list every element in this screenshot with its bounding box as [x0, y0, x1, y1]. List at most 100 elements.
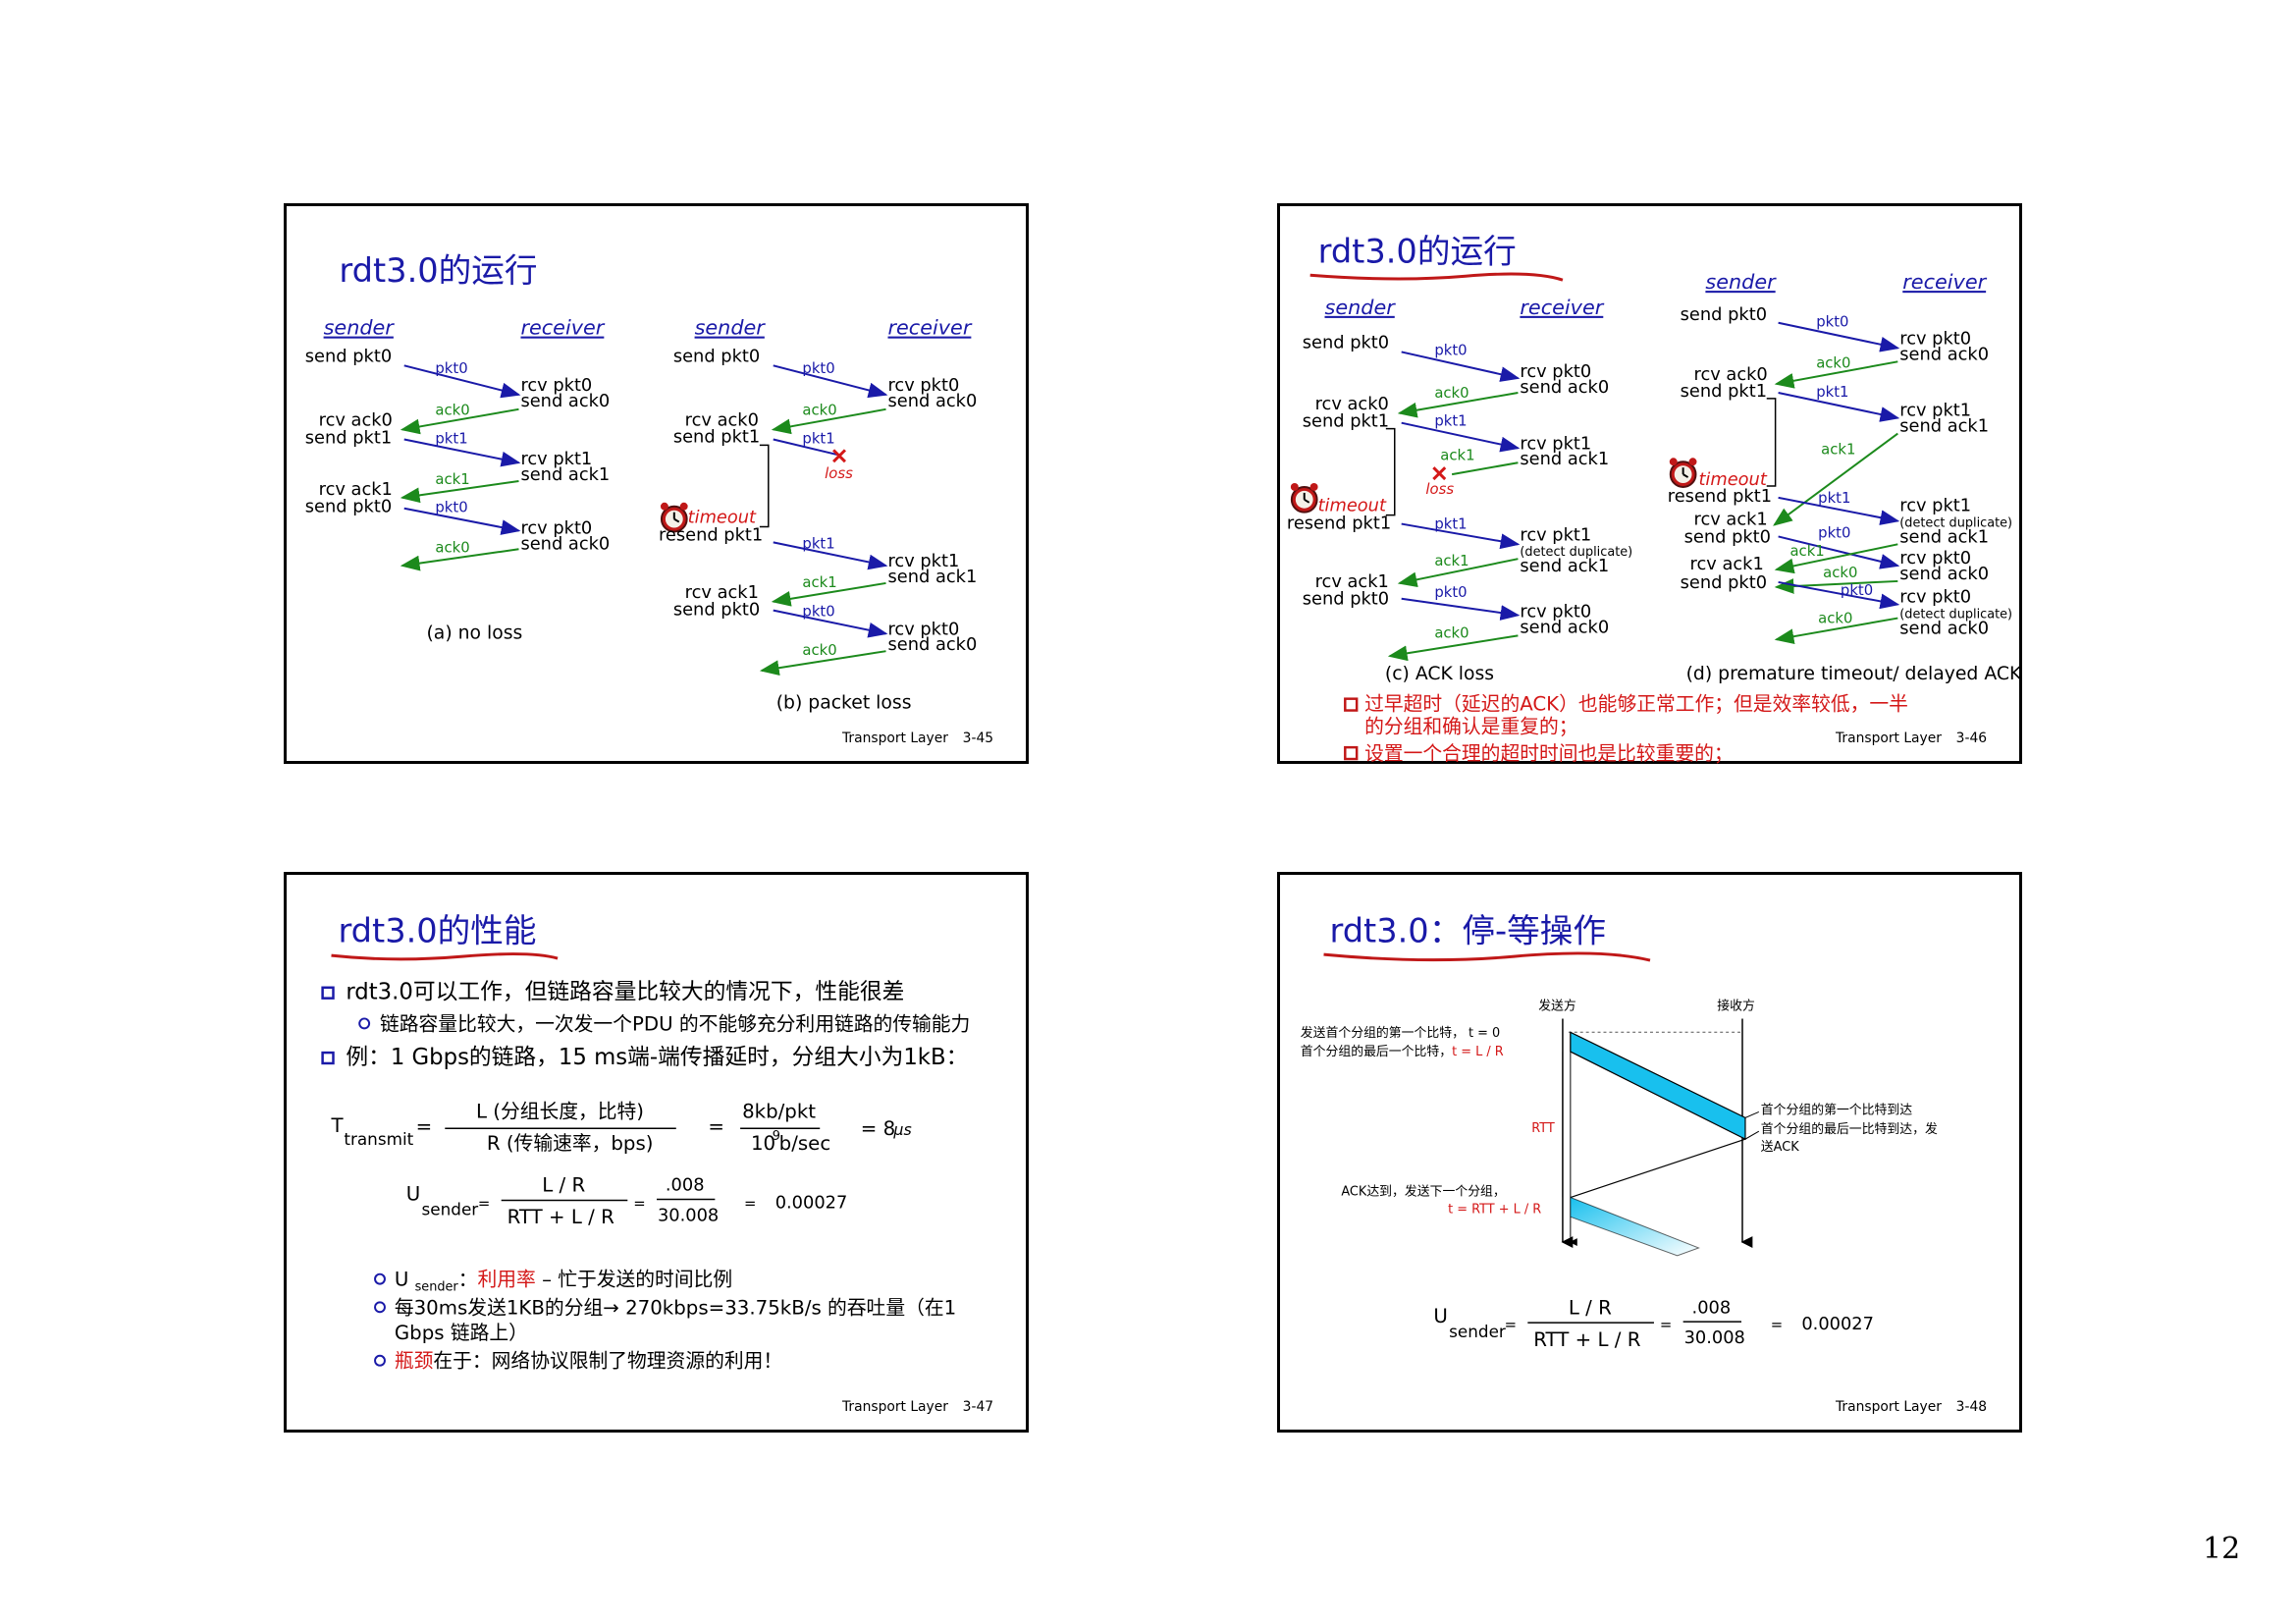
receiver-header: receiver: [887, 316, 972, 340]
diagram-caption: (c) ACK loss: [1385, 664, 1494, 684]
receiver-event: send ack0: [1899, 344, 1989, 364]
pkt-label: pkt1: [1816, 384, 1848, 401]
pkt-label: pkt0: [435, 360, 467, 377]
sender-event: send pkt0: [1684, 526, 1771, 547]
sender-label: 发送方: [1538, 999, 1576, 1014]
slide-3-46-canvas: rdt3.0的运行 sender receiver send pkt0 rcv …: [1287, 232, 2022, 765]
ack-label: ack0: [435, 403, 469, 419]
slide-title: rdt3.0的运行: [1318, 232, 1517, 270]
receiver-event: rcv pkt0: [887, 619, 959, 639]
ack-arrow: [400, 480, 519, 504]
sender-header: sender: [1325, 296, 1397, 319]
receiver-event: rcv pkt1: [1520, 524, 1591, 545]
footer-number: 3-48: [1956, 1399, 1987, 1415]
pkt-label: pkt0: [1841, 582, 1873, 599]
receiver-event: send ack1: [520, 464, 610, 485]
receiver-event: send ack0: [520, 533, 610, 554]
sender-header: sender: [1705, 270, 1777, 294]
slide-3-46: rdt3.0的运行 sender receiver send pkt0 rcv …: [1277, 203, 2022, 765]
sender-event: resend pkt1: [659, 524, 763, 545]
callout-line: [1744, 1130, 1760, 1140]
receiver-label: 接收方: [1717, 999, 1755, 1014]
sender-event: rcv ack1: [1690, 554, 1764, 574]
receiver-event: (detect duplicate): [1899, 608, 2012, 623]
receiver-event: rcv pkt1: [520, 449, 592, 469]
checkbox-bullet-icon: [1344, 745, 1359, 761]
receiver-event: rcv pkt0: [1899, 587, 1971, 608]
sender-event: rcv ack0: [685, 410, 759, 431]
alarm-clock-icon: [1290, 483, 1318, 514]
lost-ack-arrow: [1451, 461, 1519, 476]
formula-denominator: 30.008: [658, 1205, 719, 1225]
pkt-arrow: [1401, 351, 1521, 382]
page-number: 12: [2203, 1532, 2241, 1566]
pkt-label: pkt1: [1818, 490, 1850, 507]
ack-label: ack1: [1440, 447, 1474, 463]
pkt-label: pkt0: [1434, 342, 1467, 358]
slide-3-48-canvas: rdt3.0：停-等操作 发送方 接收方 RTT 发送首个分组的第一个比特， t…: [1301, 911, 1987, 1415]
sender-event: send pkt0: [1681, 304, 1767, 325]
formula-utilization: U sender = L / R RTT + L / R = .008 30.0…: [406, 1174, 848, 1229]
formula-lhs-sub: sender: [1449, 1322, 1506, 1341]
slide-3-45-canvas: rdt3.0的运行 sender receiver send pkt0 rcv …: [305, 251, 993, 746]
title-underline: [1309, 272, 1564, 282]
ack-label: ack0: [802, 642, 836, 659]
formula-denominator: RTT + L / R: [507, 1206, 614, 1228]
ack-arrow: [1397, 558, 1519, 588]
ack-label: ack0: [1823, 565, 1857, 581]
sender-event: rcv ack0: [319, 410, 393, 431]
formula-equals: =: [708, 1115, 724, 1138]
sender-event: send pkt1: [1681, 381, 1767, 402]
receiver-annotation: 首个分组的第一个比特到达: [1761, 1102, 1912, 1117]
timeout-bracket: [759, 444, 770, 528]
ack-arrow: [1774, 360, 1898, 389]
ack-arrow: [759, 650, 886, 677]
ack-arrow: [1774, 617, 1898, 645]
checkbox-bullet-icon: [321, 986, 335, 1000]
pkt-arrow: [1401, 421, 1521, 453]
receiver-annotation: 送ACK: [1761, 1140, 1799, 1155]
note-line: 设置一个合理的超时时间也是比较重要的；: [1364, 742, 1734, 765]
slide-title: rdt3.0的运行: [339, 251, 537, 290]
timeout-bracket: [1766, 398, 1777, 487]
alarm-clock-icon: [660, 502, 688, 533]
sender-header: sender: [695, 316, 767, 340]
pkt-arrow: [403, 364, 521, 399]
receiver-event: send ack0: [887, 391, 977, 411]
receiver-header: receiver: [1902, 270, 1987, 294]
pkt-label: pkt0: [1818, 524, 1850, 541]
sender-event: send pkt0: [1303, 332, 1389, 352]
formula-equals: =: [1771, 1317, 1783, 1333]
sender-header: sender: [324, 316, 396, 340]
note-line: 过早超时（延迟的ACK）也能够正常工作；但是效率较低，一半: [1364, 693, 1908, 716]
formula-denominator: 30.008: [1684, 1327, 1745, 1348]
sender-event: rcv ack0: [1315, 394, 1389, 414]
slide-title: rdt3.0的性能: [338, 911, 536, 949]
ack-arrow: [1397, 392, 1519, 418]
formula-result-unit: μs: [892, 1120, 911, 1139]
ack-label: ack1: [802, 574, 836, 591]
ack-label: ack1: [1789, 543, 1824, 560]
pkt-label: pkt1: [1434, 413, 1467, 430]
pkt-label: pkt0: [1434, 584, 1467, 601]
footer-name: Transport Layer: [1835, 1399, 1942, 1415]
pkt-label: pkt0: [802, 360, 834, 377]
receiver-event: rcv pkt1: [1899, 401, 1971, 421]
sender-event: send pkt0: [1681, 572, 1767, 593]
sender-event: send pkt1: [673, 426, 760, 447]
slide-3-47-canvas: rdt3.0的性能 rdt3.0可以工作，但链路容量比较大的情况下，性能很差 链…: [321, 911, 993, 1415]
sub-bullet-text: Gbps 链路上）: [395, 1322, 528, 1344]
alarm-clock-icon: [1669, 458, 1697, 488]
receiver-event: send ack0: [887, 634, 977, 655]
circle-bullet-icon: [374, 1301, 386, 1314]
receiver-event: (detect duplicate): [1899, 516, 2012, 531]
diagram-caption: (d) premature timeout/ delayed ACK: [1686, 664, 2022, 684]
callout-line: [1744, 1110, 1760, 1118]
receiver-event: rcv pkt1: [887, 551, 959, 571]
ack-label: ack1: [1434, 553, 1468, 569]
ack-label: ack1: [435, 471, 469, 488]
sub-bullet-text: 瓶颈在于：网络协议限制了物理资源的利用！: [395, 1350, 782, 1373]
formula-denominator: 10: [751, 1132, 775, 1155]
bullet-text: 例：1 Gbps的链路，15 ms端-端传播延时，分组大小为1kB：: [346, 1045, 968, 1070]
formula-numerator: .008: [1692, 1297, 1732, 1318]
